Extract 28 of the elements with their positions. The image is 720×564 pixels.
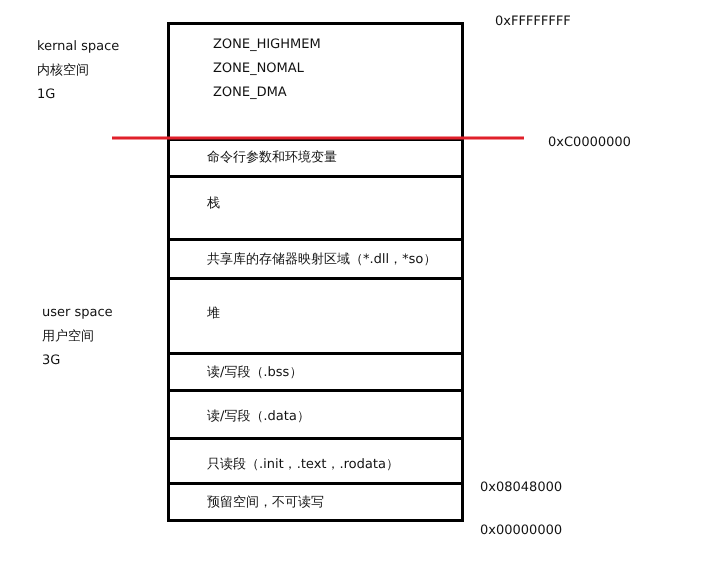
memory-segment: [167, 175, 464, 241]
memory-segment: [167, 277, 464, 355]
memory-segment: [167, 352, 464, 392]
address-label: 0xFFFFFFFF: [495, 14, 571, 30]
segment-label: 共享库的存储器映射区域（*.dll，*so）: [207, 252, 436, 268]
region-label: 内核空间: [37, 63, 89, 79]
memory-segment: [167, 389, 464, 440]
memory-segment: [167, 238, 464, 280]
segment-label: ZONE_DMA: [213, 85, 287, 101]
segment-label: 栈: [207, 196, 220, 212]
segment-label: 读/写段（.bss）: [207, 365, 302, 381]
segment-label: 堆: [207, 306, 220, 322]
region-label: kernal space: [37, 39, 120, 55]
address-label: 0x08048000: [480, 480, 562, 496]
address-label: 0x00000000: [480, 523, 562, 539]
memory-segment: [167, 437, 464, 485]
region-label: 3G: [42, 353, 60, 369]
region-label: user space: [42, 305, 113, 321]
segment-label: 预留空间，不可读写: [207, 495, 324, 511]
address-label: 0xC0000000: [548, 135, 631, 151]
segment-label: ZONE_HIGHMEM: [213, 37, 321, 53]
segment-label: 读/写段（.data）: [207, 409, 310, 425]
memory-segment: [167, 482, 464, 522]
region-label: 用户空间: [42, 329, 94, 345]
segment-label: 命令行参数和环境变量: [207, 150, 337, 166]
region-label: 1G: [37, 87, 56, 103]
segment-label: ZONE_NOMAL: [213, 61, 304, 77]
segment-label: 只读段（.init，.text，.rodata）: [207, 457, 399, 473]
